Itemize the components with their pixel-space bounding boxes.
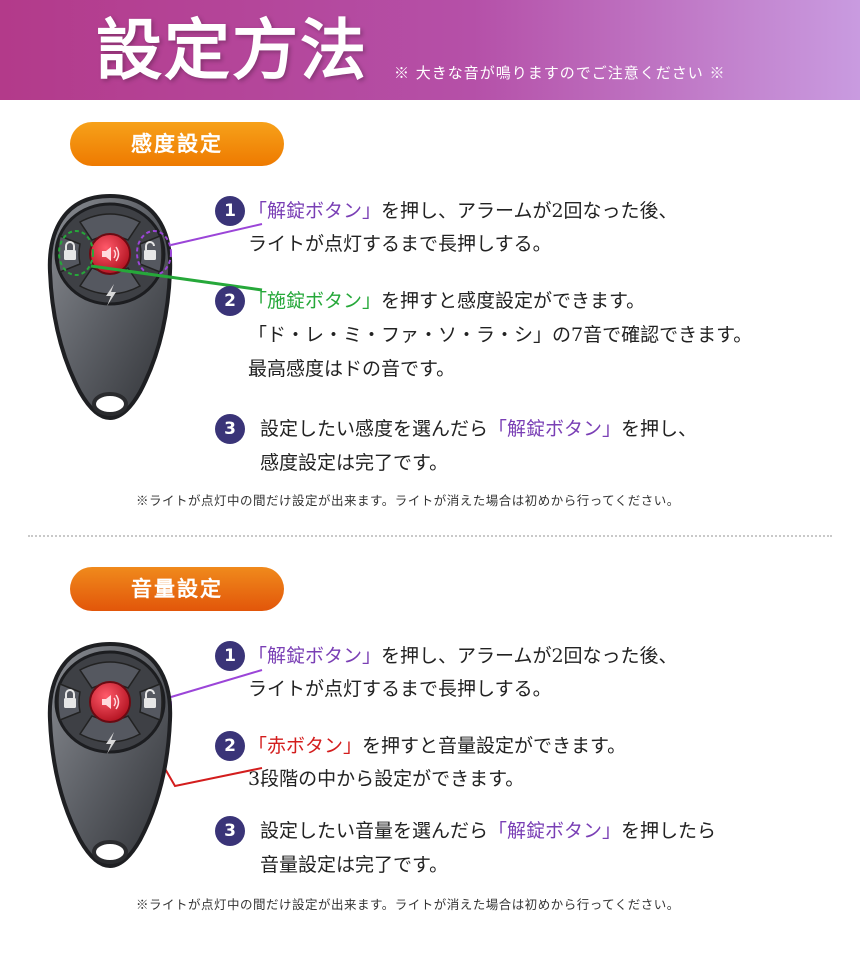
fob-keyring-hole: [92, 392, 128, 416]
unlock-icon: [144, 689, 156, 708]
lightning-icon: [106, 732, 116, 754]
red-button-label: 「赤ボタン」: [248, 735, 363, 757]
section-volume-heading: 音量設定: [70, 567, 284, 611]
step2-line2: 「ド・レ・ミ・ファ・ソ・ラ・シ」の7音で確認できます。: [248, 324, 753, 346]
fob-keyring-hole: [92, 840, 128, 864]
unlock-button-label: 「解錠ボタン」: [488, 820, 622, 842]
section-sensitivity-heading: 感度設定: [70, 122, 284, 166]
unlock-button-label: 「解錠ボタン」: [248, 645, 382, 667]
speaker-icon: [102, 246, 120, 262]
step2-line2: 3段階の中から設定ができます。: [248, 768, 525, 790]
page-header: 設定方法 ※ 大きな音が鳴りますのでご注意ください ※: [0, 0, 860, 100]
step1-line1: 「解錠ボタン」を押し、アラームが2回なった後、: [248, 200, 678, 222]
step-badge-3: 3: [215, 414, 245, 444]
remote-key-fob-image: [47, 193, 173, 421]
lock-icon: [64, 241, 76, 260]
footnote: ※ライトが点灯中の間だけ設定が出来ます。ライトが消えた場合は初めから行ってくださ…: [136, 897, 680, 912]
lightning-icon: [106, 284, 116, 306]
caution-note: ※ 大きな音が鳴りますのでご注意ください ※: [394, 64, 726, 82]
step2-line3: 最高感度はドの音です。: [248, 358, 456, 380]
unlock-button-label: 「解錠ボタン」: [488, 418, 622, 440]
step1-line1: 「解錠ボタン」を押し、アラームが2回なった後、: [248, 645, 678, 667]
step-badge-2: 2: [215, 286, 245, 316]
step-badge-2: 2: [215, 731, 245, 761]
step2-line1: 「施錠ボタン」を押すと感度設定ができます。: [248, 290, 646, 312]
lock-button-highlight-circle: [58, 230, 94, 276]
footnote: ※ライトが点灯中の間だけ設定が出来ます。ライトが消えた場合は初めから行ってくださ…: [136, 493, 680, 508]
remote-key-fob-image: [47, 641, 173, 869]
step-badge-1: 1: [215, 196, 245, 226]
step-badge-1: 1: [215, 641, 245, 671]
step2-line1: 「赤ボタン」を押すと音量設定ができます。: [248, 735, 627, 757]
step-badge-3: 3: [215, 816, 245, 846]
step1-line2: ライトが点灯するまで長押しする。: [248, 233, 552, 255]
unlock-button-highlight-circle: [136, 230, 172, 276]
page-title: 設定方法: [96, 11, 368, 89]
step3-line1: 設定したい音量を選んだら「解錠ボタン」を押したら: [260, 820, 717, 842]
lock-icon: [64, 689, 76, 708]
lock-button-label: 「施錠ボタン」: [248, 290, 382, 312]
unlock-icon: [144, 241, 156, 260]
step3-line2: 感度設定は完了です。: [260, 452, 449, 474]
step3-line1: 設定したい感度を選んだら「解錠ボタン」を押し、: [260, 418, 698, 440]
speaker-icon: [102, 694, 120, 710]
unlock-button-label: 「解錠ボタン」: [248, 200, 382, 222]
section-divider: [28, 535, 832, 537]
step1-line2: ライトが点灯するまで長押しする。: [248, 678, 552, 700]
step3-line2: 音量設定は完了です。: [260, 854, 449, 876]
